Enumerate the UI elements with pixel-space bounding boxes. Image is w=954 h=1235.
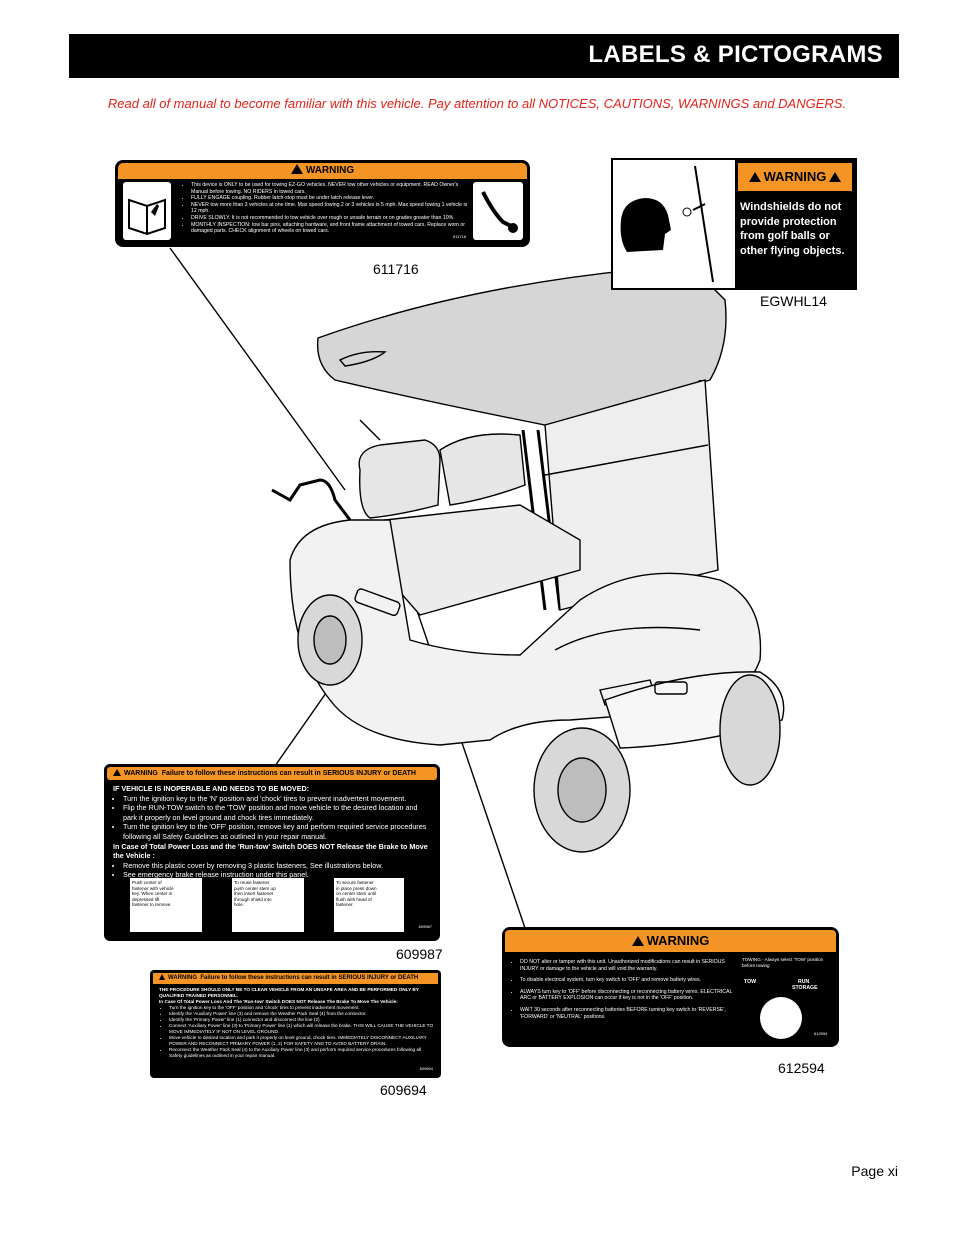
section-heading: In Case of Total Power Loss and the 'Run…	[113, 841, 428, 861]
intro-notice: Read all of manual to become familiar wi…	[107, 96, 847, 111]
label-line: To disable electrical system, turn key s…	[520, 977, 738, 984]
label-line: DRIVE SLOWLY. It is not recommended to t…	[191, 215, 471, 222]
warning-word: WARNING	[168, 975, 197, 981]
label-code: EGWHL14	[760, 293, 827, 309]
fastener-instruction-box: To secure fastener in place press down o…	[334, 878, 404, 932]
head-windshield-pictogram-icon	[620, 165, 714, 283]
warning-triangle-icon	[631, 936, 644, 946]
label-egwhl14: WARNING Windshields do not provide prote…	[611, 158, 857, 290]
label-line: Reconnect the Weather Pack Seal (4) to t…	[169, 1047, 434, 1059]
label-line: DO NOT alter or tamper with this unit. U…	[520, 959, 738, 972]
label-line: Identify the 'Primary Power' line (1) co…	[169, 1017, 434, 1023]
warning-word: WARNING	[124, 770, 158, 777]
fastener-instruction-box: To reuse fastener push center stem up th…	[232, 878, 304, 932]
title-bar: LABELS & PICTOGRAMS	[69, 34, 899, 78]
warning-triangle-icon	[113, 769, 121, 776]
warning-word: WARNING	[305, 165, 355, 176]
label-line: FULLY ENGAGE coupling. Rubber latch-stop…	[191, 195, 471, 202]
label-code: 609694	[380, 1082, 427, 1098]
run-position-label: RUN	[798, 979, 810, 985]
label-line: Turn the ignition key to the 'OFF' posit…	[123, 822, 433, 841]
label-609987: WARNING Failure to follow these instruct…	[104, 764, 440, 941]
warning-header: WARNING Failure to follow these instruct…	[153, 973, 438, 984]
warning-header-text: Failure to follow these instructions can…	[200, 975, 419, 981]
warning-triangle-icon	[829, 172, 842, 182]
tow-coupling-pictogram-icon	[473, 182, 523, 240]
section-heading: IF VEHICLE IS INOPERABLE AND NEEDS TO BE…	[113, 784, 310, 793]
towing-note: TOWING - Always select 'TOW' position be…	[742, 957, 824, 968]
label-609694: WARNING Failure to follow these instruct…	[150, 970, 441, 1078]
label-line: ALWAYS turn key to 'OFF' before disconne…	[520, 989, 738, 1002]
page-number: Page xi	[851, 1163, 898, 1179]
label-line: Connect 'Auxiliary Power' line (3) to 'P…	[169, 1023, 434, 1035]
label-code: 611716	[373, 261, 419, 277]
warning-header-text: Failure to follow these instructions can…	[161, 770, 416, 777]
label-line: In Case Of Total Power Loss And The 'Run…	[159, 999, 398, 1004]
label-code: 609987	[396, 946, 443, 962]
label-line: NEVER tow more than 3 vehicles at one ti…	[191, 202, 471, 215]
label-line: MONTHLY INSPECTION: tow bar pins, attach…	[191, 222, 471, 235]
tow-run-switch-panel: TOWING - Always select 'TOW' position be…	[742, 957, 834, 1042]
warning-header: WARNING	[505, 930, 836, 952]
warning-header: WARNING	[118, 163, 527, 179]
fastener-instruction-box: Push center of fastener with vehicle key…	[130, 878, 202, 932]
warning-panel: WARNING Windshields do not provide prote…	[735, 160, 855, 288]
page-title: LABELS & PICTOGRAMS	[588, 41, 883, 68]
label-line: THE PROCEDURE SHOULD ONLY BE TO CLEAR VE…	[159, 987, 419, 998]
warning-triangle-icon	[748, 172, 761, 182]
label-line: Remove this plastic cover by removing 3 …	[123, 861, 433, 871]
label-line: This device is ONLY to be used for towin…	[191, 182, 471, 195]
warning-header: WARNING	[738, 163, 852, 191]
label-line: Turn the ignition key to the 'N' positio…	[123, 794, 433, 804]
label-612594: WARNING DO NOT alter or tamper with this…	[502, 927, 839, 1047]
label-line: Move vehicle to desired location and par…	[169, 1035, 434, 1047]
tow-position-label: TOW	[744, 979, 757, 985]
label-611716: WARNING This device is ONLY to be used f…	[115, 160, 530, 247]
label-line: WAIT 30 seconds after reconnecting batte…	[520, 1007, 738, 1020]
part-number: 609987	[418, 924, 432, 929]
book-pictogram-icon	[123, 182, 171, 240]
part-number: 611716	[453, 234, 467, 239]
part-number: 609694	[419, 1066, 433, 1071]
warning-word: WARNING	[646, 933, 710, 948]
fastener-text: To secure fastener in place press down o…	[336, 880, 377, 908]
fastener-text: To reuse fastener push center stem up th…	[234, 880, 276, 908]
warning-word: WARNING	[763, 169, 827, 184]
warning-text: Windshields do not provide protection fr…	[740, 201, 845, 257]
label-line: See emergency brake release instruction …	[123, 870, 433, 880]
label-line: Turn the ignition key to the 'OFF' posit…	[169, 1005, 434, 1011]
label-line: Identify the 'Auxiliary Power' line (3) …	[169, 1011, 434, 1017]
warning-header: WARNING Failure to follow these instruct…	[107, 767, 437, 780]
label-line: Flip the RUN-TOW switch to the 'TOW' pos…	[123, 803, 433, 822]
label-code: 612594	[778, 1060, 825, 1076]
storage-position-label: STORAGE	[792, 985, 818, 991]
part-number: 612594	[814, 1031, 828, 1036]
warning-triangle-icon	[159, 974, 165, 980]
warning-triangle-icon	[290, 164, 303, 174]
fastener-text: Push center of fastener with vehicle key…	[132, 880, 174, 908]
switch-knob-icon	[760, 997, 802, 1039]
